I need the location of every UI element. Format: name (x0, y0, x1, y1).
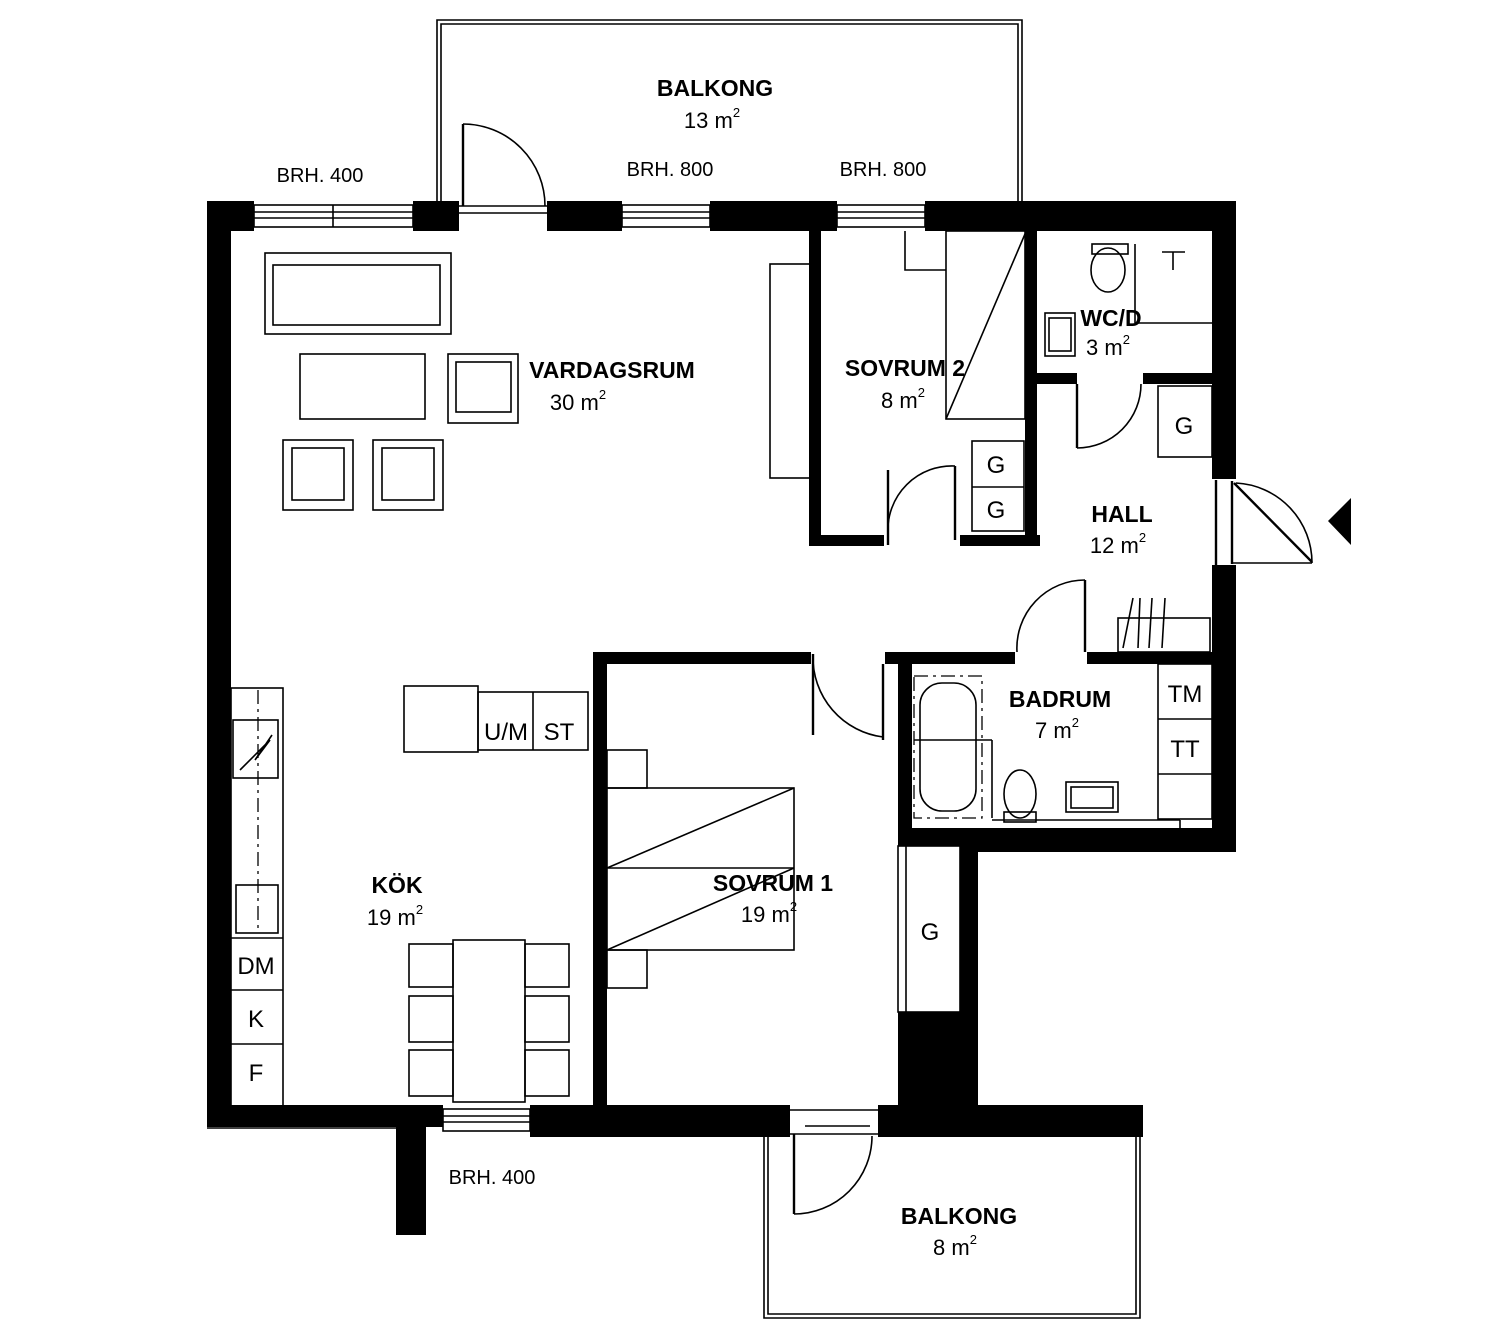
room-area: 8 m2 (881, 385, 925, 413)
wardrobe-sovrum2 (971, 440, 1025, 532)
wardrobe-hall (1157, 385, 1213, 458)
kitchen-counter (230, 687, 284, 1107)
room-area: 13 m2 (684, 105, 740, 133)
fixture-st: ST (544, 719, 575, 746)
room-area: 7 m2 (1035, 715, 1079, 743)
windows-top-right (836, 204, 926, 228)
room-area: 3 m2 (1086, 332, 1130, 360)
room-name: WC/D (1080, 305, 1141, 331)
balcony-bottom (763, 1137, 1141, 1319)
sideboard (769, 263, 811, 479)
room-balkong-top: BALKONG 13 m2 (657, 75, 773, 133)
windows-bottom (442, 1108, 531, 1132)
entrance-door (1214, 400, 1313, 565)
room-name: SOVRUM 1 (713, 870, 833, 896)
armchair-right (447, 353, 519, 424)
room-vardagsrum: VARDAGSRUM 30 m2 (529, 357, 695, 415)
room-name: HALL (1091, 501, 1152, 527)
room-sovrum2: SOVRUM 2 8 m2 (845, 355, 965, 413)
entrance-arrow-icon (1328, 498, 1351, 545)
room-name: BADRUM (1009, 686, 1111, 712)
sink-wcd (1044, 312, 1076, 357)
window-label-top-left: BRH. 400 (277, 165, 364, 187)
bed-sovrum1 (606, 749, 795, 989)
door-wcd (1075, 383, 1142, 449)
bed-sovrum2 (904, 230, 1026, 420)
fixture-g-sovrum1: G (921, 919, 940, 946)
fixture-g-sovrum2-a: G (987, 452, 1006, 479)
wardrobe-sovrum1 (897, 845, 961, 1013)
shower-wcd (1134, 244, 1212, 324)
fixture-dm: DM (237, 953, 274, 980)
toilet-badrum (1003, 769, 1037, 823)
interior-walls (593, 231, 1215, 1108)
room-area: 12 m2 (1090, 530, 1146, 558)
fixture-tt: TT (1170, 736, 1200, 763)
room-area: 19 m2 (741, 899, 797, 927)
kitchen-island (403, 685, 589, 753)
door-balcony-top (459, 123, 547, 214)
fixture-um: U/M (484, 719, 528, 746)
sofa (264, 252, 452, 335)
room-badrum: BADRUM 7 m2 (1009, 686, 1111, 743)
coat-rack (1117, 597, 1211, 653)
bathtub (913, 675, 993, 819)
sink-badrum (1065, 781, 1119, 813)
room-area: 8 m2 (933, 1232, 977, 1260)
toilet-wcd (1090, 243, 1129, 293)
room-name: BALKONG (901, 1203, 1017, 1229)
fixture-g-sovrum2-b: G (987, 497, 1006, 524)
dining-table (408, 939, 570, 1103)
coffee-table (299, 353, 426, 420)
room-kok: KÖK 19 m2 (367, 872, 423, 930)
room-name: VARDAGSRUM (529, 357, 695, 383)
fixture-f: F (249, 1060, 264, 1087)
balcony-top (436, 19, 1023, 203)
room-name: KÖK (371, 872, 423, 898)
armchair-left (282, 439, 354, 511)
door-sovrum1 (811, 654, 885, 740)
room-name: SOVRUM 2 (845, 355, 965, 381)
room-name: BALKONG (657, 75, 773, 101)
room-area: 19 m2 (367, 902, 423, 930)
windows-top-mid (621, 204, 711, 228)
room-area: 30 m2 (550, 387, 606, 415)
room-hall: HALL 12 m2 (1090, 501, 1153, 558)
window-label-bottom: BRH. 400 (449, 1167, 536, 1189)
windows-top-left (253, 204, 414, 228)
door-badrum (1016, 579, 1087, 653)
laundry-appliances (1157, 663, 1213, 820)
room-wcd: WC/D 3 m2 (1080, 305, 1141, 360)
door-sovrum2 (886, 465, 957, 545)
fixture-tm: TM (1168, 681, 1203, 708)
window-label-top-right: BRH. 800 (840, 159, 927, 181)
room-sovrum1: SOVRUM 1 19 m2 (713, 870, 833, 927)
window-label-top-mid: BRH. 800 (627, 159, 714, 181)
room-balkong-bottom: BALKONG 8 m2 (901, 1203, 1017, 1260)
door-balcony-bottom (790, 1109, 878, 1215)
armchair-mid (372, 439, 444, 511)
fixture-g-hall: G (1175, 413, 1194, 440)
fixture-k: K (248, 1006, 264, 1033)
exterior-walls (207, 201, 1236, 1235)
